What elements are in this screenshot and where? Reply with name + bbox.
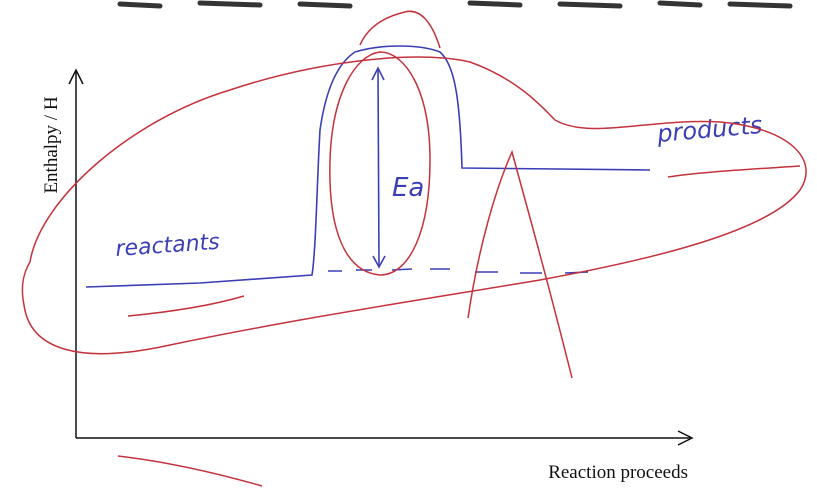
red-short-stroke-left: [127, 295, 245, 317]
red-top-curl: [359, 10, 441, 49]
y-axis-arrowhead: [68, 68, 84, 85]
red-ellipse: [329, 51, 431, 276]
energy-profile-curve: [85, 45, 651, 288]
red-peak-mark: [467, 149, 573, 379]
red-short-stroke-right: [667, 165, 801, 178]
x-axis-label: Reaction proceeds: [548, 462, 688, 483]
y-axis-label: Enthalpy / H: [41, 96, 62, 193]
activation-energy-arrow: [371, 66, 386, 269]
x-axis-arrowhead: [677, 430, 694, 446]
activation-energy-label: Ea: [392, 173, 424, 203]
red-large-loop: [21, 56, 807, 355]
red-pen-markings: [21, 10, 807, 487]
reactants-label: reactants: [115, 230, 221, 262]
cropped-title-fragment: [117, 0, 793, 9]
products-label: products: [655, 111, 763, 148]
axes: [68, 68, 694, 446]
red-bottom-stroke: [117, 455, 263, 487]
